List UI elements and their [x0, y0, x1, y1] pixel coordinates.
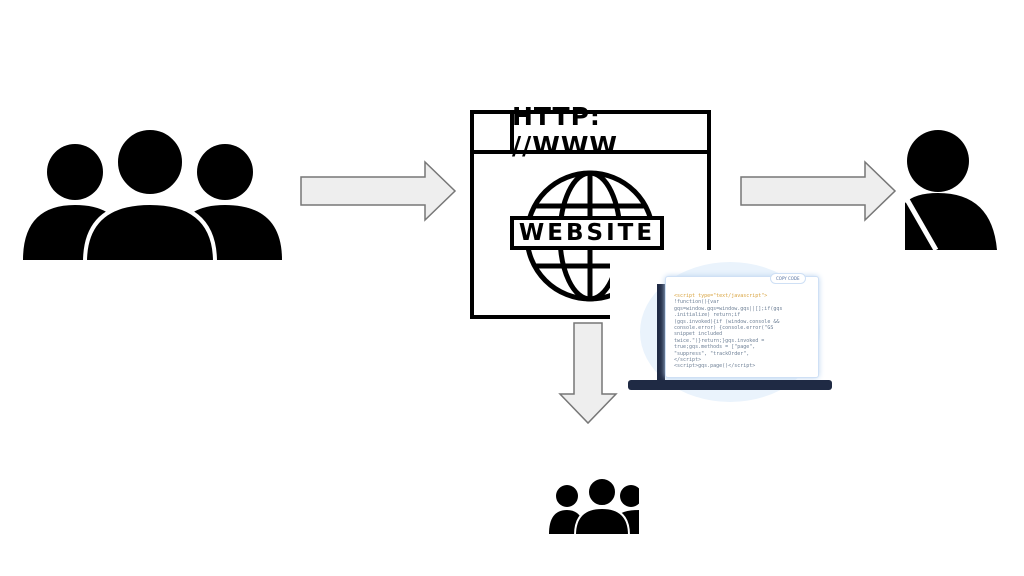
user-group-icon	[23, 126, 282, 264]
code-line: console.error) {console.error("GS	[674, 325, 774, 332]
code-line: !function(){var	[674, 299, 720, 306]
laptop-base	[628, 380, 832, 390]
user-icon	[902, 130, 997, 252]
code-line: <script type="text/javascript">	[674, 293, 768, 299]
code-line: "suppress", "trackOrder",	[674, 350, 750, 357]
code-line: twice.")}return;}gqs.invoked =	[674, 337, 765, 344]
code-line: (gqs.invoked){if (window.console &&	[674, 318, 780, 325]
code-snippet-laptop: <script type="text/javascript">!function…	[610, 250, 840, 410]
code-line: snippet included	[674, 331, 723, 338]
user-group-icon-small	[549, 477, 639, 536]
browser-url: HTTP: //WWW	[512, 102, 618, 160]
arrow-down	[558, 322, 618, 425]
code-line: <script>gqs.page()</script>	[674, 363, 756, 370]
code-line: gqs=window.gqs=window.gqs||[];if(gqs	[674, 305, 783, 312]
browser-window-icon	[470, 110, 711, 319]
arrow-right	[300, 160, 457, 222]
copy-code-button[interactable]: COPY CODE	[770, 273, 806, 284]
address-bar-separator	[510, 110, 514, 152]
laptop-edge	[657, 284, 665, 384]
code-text: <script type="text/javascript">!function…	[674, 293, 782, 370]
code-line: .initialize) return;if	[674, 312, 741, 319]
code-line: true;gqs.methods = ["page",	[674, 344, 756, 351]
website-label: WEBSITE	[510, 216, 664, 250]
laptop-screen: <script type="text/javascript">!function…	[665, 273, 819, 378]
address-bar-divider	[470, 150, 711, 154]
arrow-right	[740, 160, 897, 222]
code-line: </script>	[674, 357, 702, 364]
